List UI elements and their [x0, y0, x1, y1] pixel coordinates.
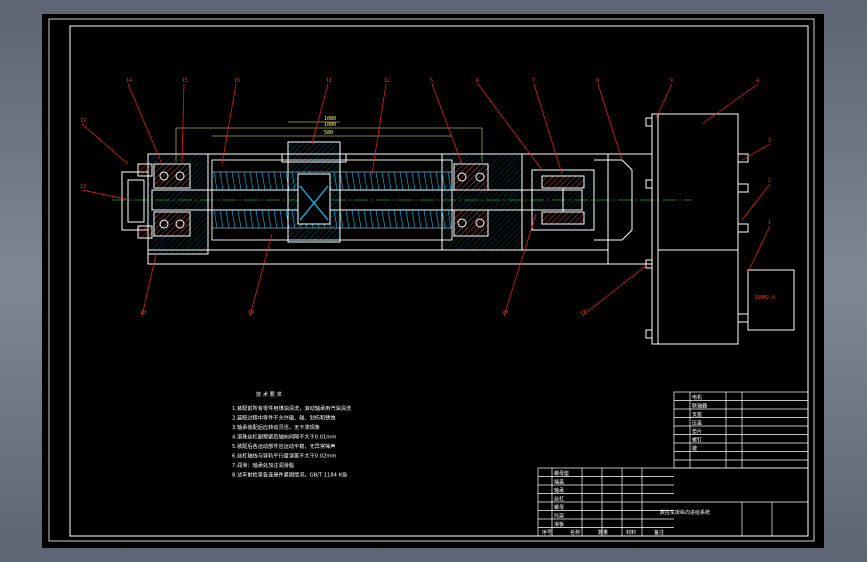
left-end-cap: [121, 163, 153, 239]
part-balloon: 13: [80, 184, 86, 190]
part-balloon: 1: [768, 220, 771, 226]
motor-label: 180M2-4: [754, 295, 775, 301]
part-balloon: 17: [80, 118, 86, 124]
parts-list-row: 垫片: [692, 428, 702, 435]
part-balloon: 12: [384, 78, 390, 84]
part-balloon: 3: [768, 138, 771, 144]
tech-note-line: 2.装配过程中零件不允许磕、碰、划伤和锈蚀: [232, 414, 336, 422]
title-block-row: 滑板: [554, 521, 564, 528]
dim-text-2: 580: [324, 130, 333, 136]
nut-block: [281, 141, 347, 243]
dim-text-3: 1080: [324, 116, 336, 122]
tech-note-line: 1.装配前所有零件用煤油清洗，滚动轴承用汽油清洗: [232, 404, 352, 412]
left-bearing-set: [153, 163, 191, 237]
title-block-row: 端盖: [554, 479, 564, 486]
coupling: [531, 159, 633, 241]
tech-note-line: 5.装配后各运动部件应运动平稳，无异常噪声: [232, 442, 336, 450]
parts-list-row: 键: [692, 445, 697, 452]
right-bearing-set: [453, 163, 489, 237]
title-block-row: 轴承: [554, 487, 564, 494]
parts-list-row: 联轴器: [692, 403, 707, 410]
outer-frame: [48, 18, 815, 542]
title-block-row: 托架: [554, 513, 564, 520]
tech-note-line: 4.滚珠丝杠副预紧后轴向间隙不大于0.01mm: [232, 433, 336, 441]
part-balloon: 16: [234, 78, 240, 84]
title-block-header: 名称: [570, 529, 580, 536]
part-balloon: 7: [532, 78, 535, 84]
title-block-header: 材料: [626, 529, 636, 536]
dim-text-1: 1000: [324, 122, 336, 128]
title-block-header: 备注: [654, 529, 664, 536]
inner-frame: [69, 25, 809, 537]
tech-note-line: 8.试车前检查各连接件紧固情况，GB/T 1184 K级: [232, 471, 347, 479]
part-balloon: 19: [248, 310, 254, 316]
parts-list-row: 电机: [692, 394, 702, 401]
title-block-row: 螺母: [554, 504, 564, 511]
part-balloon: 6: [476, 78, 479, 84]
title-block-header: 数量: [598, 529, 608, 536]
part-balloon: 5: [430, 78, 433, 84]
parts-list-row: 支座: [692, 411, 702, 418]
parts-list-row: 螺钉: [692, 437, 702, 444]
drawing-title: 数控车床纵向进给系统: [660, 509, 710, 516]
motor-mount: [608, 113, 795, 345]
part-balloon: 15: [182, 78, 188, 84]
part-balloon: 20: [502, 310, 508, 316]
part-balloon: 11: [326, 78, 332, 84]
tech-notes-title: 技 术 要 求: [256, 390, 283, 398]
title-block-row: 螺母座: [554, 470, 569, 477]
part-balloon: 9: [670, 78, 673, 84]
tech-note-line: 7.润滑：轴承处加注润滑脂: [232, 461, 294, 469]
dimensions: [175, 121, 483, 162]
part-balloon: 18: [140, 310, 146, 316]
title-block-header: 序号: [542, 529, 552, 536]
tech-note-line: 3.轴承装配后应转动灵活，无卡滞现象: [232, 423, 320, 431]
parts-list-row: 压盖: [692, 420, 702, 427]
title-block-row: 丝杠: [554, 496, 564, 503]
tech-notes: 1.装配前所有零件用煤油清洗，滚动轴承用汽油清洗 2.装配过程中零件不允许磕、碰、…: [232, 404, 352, 479]
part-balloon: 14: [126, 78, 132, 84]
part-balloon: 8: [596, 78, 599, 84]
tech-note-line: 6.丝杠轴线与导轨平行度误差不大于0.02mm: [232, 452, 336, 460]
title-block: [537, 391, 809, 537]
part-balloon: 21: [580, 310, 586, 316]
part-balloon: 2: [768, 178, 771, 184]
part-balloon: 4: [756, 78, 759, 84]
